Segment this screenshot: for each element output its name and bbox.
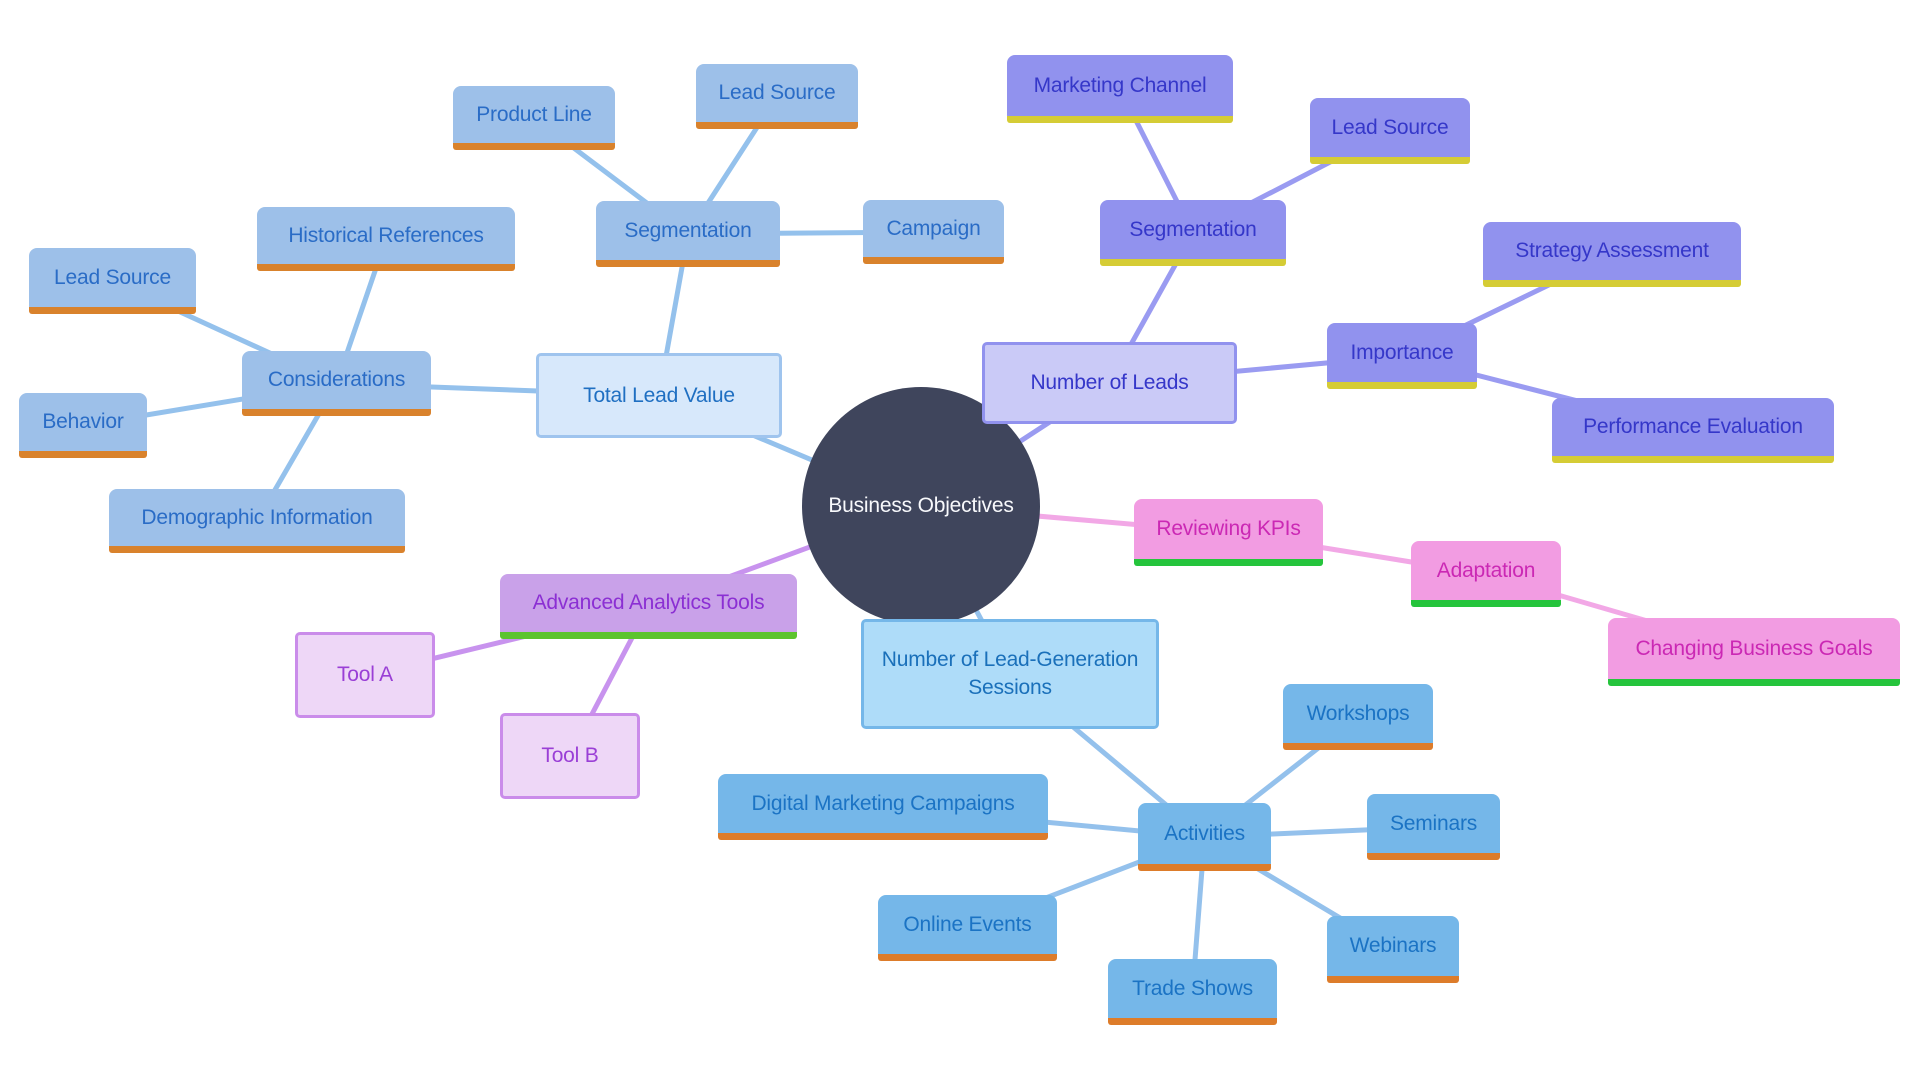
node-historical-references[interactable]: Historical References <box>257 207 515 271</box>
node-total-lead-value[interactable]: Total Lead Value <box>536 353 782 438</box>
node-seminars[interactable]: Seminars <box>1367 794 1500 860</box>
node-label: Segmentation <box>1129 217 1257 241</box>
accent-bar <box>1411 600 1561 607</box>
node-number-of-leads[interactable]: Number of Leads <box>982 342 1237 424</box>
accent-bar <box>1310 157 1470 164</box>
node-trade-shows[interactable]: Trade Shows <box>1108 959 1277 1025</box>
node-label: Number of Lead-Generation Sessions <box>881 647 1139 699</box>
node-label: Number of Leads <box>1030 371 1189 394</box>
node-label: Lead Source <box>54 265 171 289</box>
node-reviewing-kpis[interactable]: Reviewing KPIs <box>1134 499 1323 566</box>
node-label: Tool B <box>541 744 599 767</box>
accent-bar <box>1608 679 1900 686</box>
node-label: Demographic Information <box>141 505 373 529</box>
node-label: Importance <box>1350 340 1454 364</box>
node-label: Webinars <box>1349 934 1437 957</box>
node-considerations[interactable]: Considerations <box>242 351 431 416</box>
node-label: Trade Shows <box>1132 976 1253 1000</box>
accent-bar <box>242 409 431 416</box>
accent-bar <box>1134 559 1323 566</box>
node-label: Tool A <box>336 663 393 686</box>
accent-bar <box>1138 864 1271 871</box>
node-online-events[interactable]: Online Events <box>878 895 1057 961</box>
accent-bar <box>1108 1018 1277 1025</box>
node-label: Business Objectives <box>828 494 1014 517</box>
accent-bar <box>1552 456 1834 463</box>
node-label: Performance Evaluation <box>1583 415 1803 438</box>
accent-bar <box>863 257 1004 264</box>
node-segmentation-right[interactable]: Segmentation <box>1100 200 1286 266</box>
node-label: Adaptation <box>1436 558 1536 582</box>
node-label: Lead Source <box>1331 115 1449 139</box>
accent-bar <box>596 260 780 267</box>
node-label: Behavior <box>42 410 124 433</box>
node-activities[interactable]: Activities <box>1138 803 1271 871</box>
node-label: Total Lead Value <box>583 383 735 407</box>
accent-bar <box>19 451 147 458</box>
node-tool-b[interactable]: Tool B <box>500 713 640 799</box>
node-digital-marketing-campaigns[interactable]: Digital Marketing Campaigns <box>718 774 1048 840</box>
node-label: Advanced Analytics Tools <box>532 591 765 614</box>
node-lead-source-right[interactable]: Lead Source <box>1310 98 1470 164</box>
node-campaign[interactable]: Campaign <box>863 200 1004 264</box>
node-number-of-lead-generation-sessions[interactable]: Number of Lead-Generation Sessions <box>861 619 1159 729</box>
node-label: Workshops <box>1306 701 1410 725</box>
accent-bar <box>1007 116 1233 123</box>
accent-bar <box>109 546 405 553</box>
node-segmentation-left[interactable]: Segmentation <box>596 201 780 267</box>
node-label: Digital Marketing Campaigns <box>751 791 1015 815</box>
accent-bar <box>257 264 515 271</box>
node-label: Online Events <box>903 912 1032 936</box>
node-label: Activities <box>1164 821 1245 845</box>
node-strategy-assessment[interactable]: Strategy Assessment <box>1483 222 1741 287</box>
node-label: Strategy Assessment <box>1515 239 1709 262</box>
accent-bar <box>29 307 196 314</box>
node-tool-a[interactable]: Tool A <box>295 632 435 718</box>
node-label: Segmentation <box>624 218 752 242</box>
accent-bar <box>1327 382 1477 389</box>
node-importance[interactable]: Importance <box>1327 323 1477 389</box>
accent-bar <box>500 632 797 639</box>
accent-bar <box>878 954 1057 961</box>
node-lead-source-top[interactable]: Lead Source <box>696 64 858 129</box>
node-demographic-information[interactable]: Demographic Information <box>109 489 405 553</box>
node-label: Campaign <box>886 216 981 240</box>
accent-bar <box>1327 976 1459 983</box>
node-workshops[interactable]: Workshops <box>1283 684 1433 750</box>
node-label: Lead Source <box>718 81 836 104</box>
node-advanced-analytics-tools[interactable]: Advanced Analytics Tools <box>500 574 797 639</box>
node-webinars[interactable]: Webinars <box>1327 916 1459 983</box>
node-business-objectives[interactable]: Business Objectives <box>802 387 1040 625</box>
node-behavior[interactable]: Behavior <box>19 393 147 458</box>
node-label: Seminars <box>1389 811 1478 835</box>
node-label: Marketing Channel <box>1033 73 1207 97</box>
node-performance-evaluation[interactable]: Performance Evaluation <box>1552 398 1834 463</box>
node-adaptation[interactable]: Adaptation <box>1411 541 1561 607</box>
node-label: Product Line <box>476 102 592 126</box>
node-changing-business-goals[interactable]: Changing Business Goals <box>1608 618 1900 686</box>
node-label: Changing Business Goals <box>1635 636 1873 660</box>
accent-bar <box>696 122 858 129</box>
node-marketing-channel[interactable]: Marketing Channel <box>1007 55 1233 123</box>
accent-bar <box>1100 259 1286 266</box>
accent-bar <box>1283 743 1433 750</box>
node-product-line[interactable]: Product Line <box>453 86 615 150</box>
accent-bar <box>1367 853 1500 860</box>
node-label: Reviewing KPIs <box>1156 517 1301 540</box>
node-label: Historical References <box>288 223 484 247</box>
node-lead-source-left[interactable]: Lead Source <box>29 248 196 314</box>
accent-bar <box>453 143 615 150</box>
node-label: Considerations <box>267 368 406 391</box>
accent-bar <box>718 833 1048 840</box>
accent-bar <box>1483 280 1741 287</box>
